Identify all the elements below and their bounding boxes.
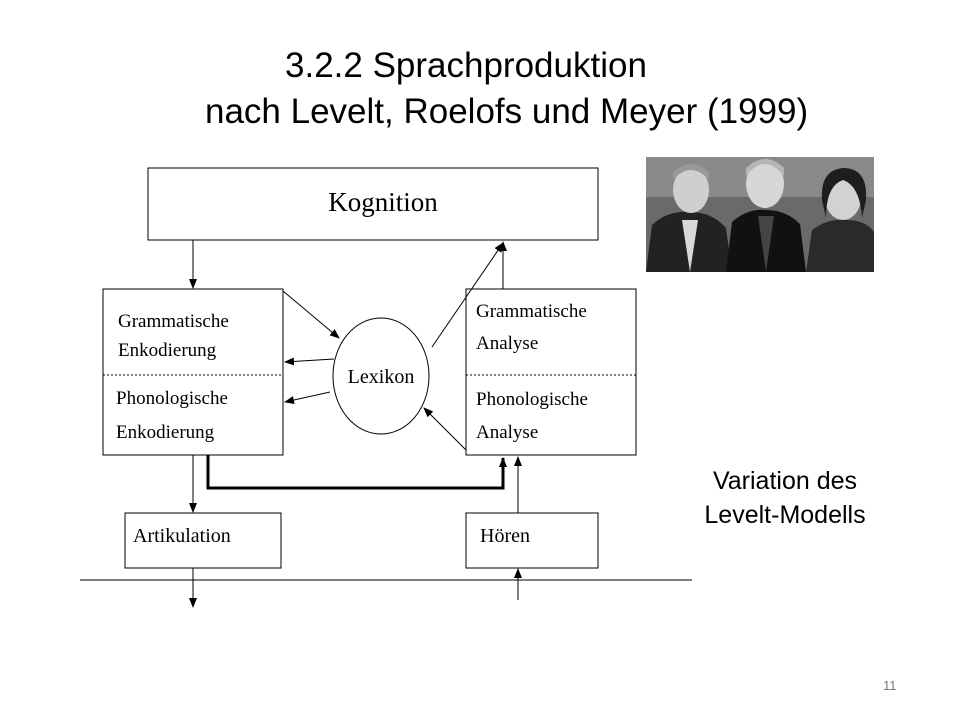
arrow-encoding-feedback-loop: [206, 455, 507, 490]
phonologische-enkodierung-label-2: Enkodierung: [116, 422, 215, 443]
arrow-encoding-to-lexikon: [282, 290, 340, 339]
grammatische-analyse-label-1: Grammatische: [476, 301, 587, 322]
arrow-lexikon-to-kognition: [431, 242, 504, 348]
encoding-box: [102, 288, 284, 456]
page-number: 11: [883, 678, 897, 693]
hoeren-box: [465, 512, 599, 569]
side-note: Variation des Levelt-Modells: [670, 464, 900, 532]
phonologische-analyse-label-1: Phonologische: [476, 389, 588, 410]
hoeren-label: Hören: [480, 525, 530, 547]
lexikon-label: Lexikon: [348, 366, 415, 388]
phonologische-enkodierung-label-1: Phonologische: [116, 388, 228, 409]
side-note-line1: Variation des: [712, 467, 858, 495]
arrow-lexikon-to-grammatical-encoding: [284, 357, 335, 366]
grammatische-enkodierung-label-1: Grammatische: [118, 311, 229, 332]
phonologische-analyse-label-2: Analyse: [476, 422, 538, 443]
artikulation-label: Artikulation: [133, 525, 231, 547]
kognition-label: Kognition: [328, 187, 438, 217]
grammatische-enkodierung-label-2: Enkodierung: [118, 340, 217, 361]
artikulation-box: [124, 512, 282, 569]
side-note-line2: Levelt-Modells: [704, 501, 866, 529]
slide-title-line1: 3.2.2 Sprachproduktion: [285, 46, 647, 85]
slide-title-line2: nach Levelt, Roelofs und Meyer (1999): [205, 92, 809, 131]
grammatische-analyse-label-2: Analyse: [476, 333, 538, 354]
arrow-lexikon-to-phonological-encoding: [284, 391, 331, 404]
analysis-box: [465, 288, 637, 456]
arrow-analysis-to-lexikon: [423, 407, 467, 451]
kognition-box: [147, 167, 599, 241]
lexikon-ellipse: [332, 317, 430, 435]
portrait-photo: [646, 157, 874, 272]
